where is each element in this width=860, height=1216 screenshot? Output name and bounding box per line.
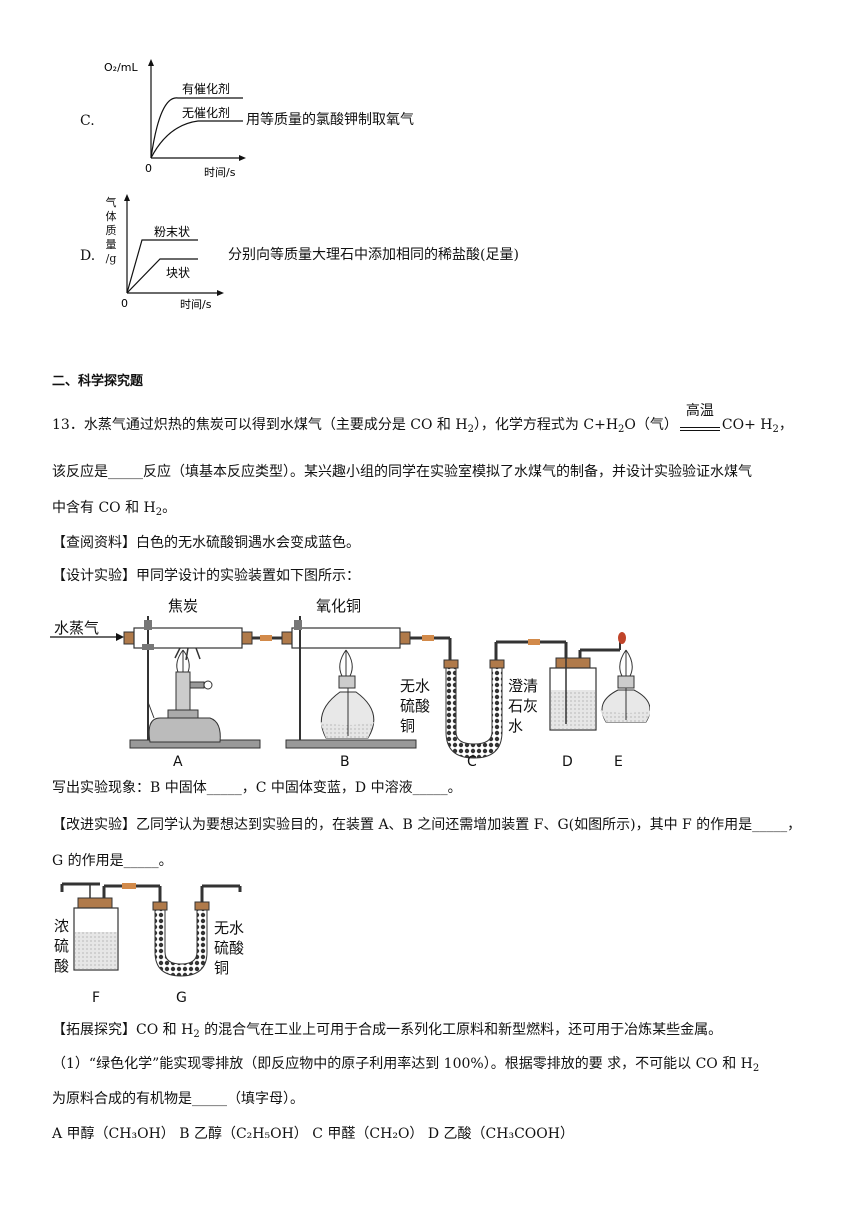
curve-with-catalyst: [150, 97, 243, 159]
label-a: A: [173, 754, 183, 770]
label-cuso4: 无水 硫酸 铜: [400, 677, 431, 735]
q13-line2: 该反应是_____反应（填基本反应类型）。某兴趣小组的同学在实验室模拟了水煤气的…: [52, 464, 752, 480]
section-title: 二、科学探究题: [52, 373, 144, 388]
label-steam: 水蒸气: [54, 619, 100, 637]
option-c-description: 用等质量的氯酸钾制取氧气: [246, 112, 414, 128]
graph-d-xlabel: 时间/s: [180, 298, 212, 311]
graph-d-origin: 0: [121, 297, 128, 310]
improve-line2: G 的作用是_____。: [52, 853, 173, 869]
lookup-info: 【查阅资料】白色的无水硫酸铜遇水会变成蓝色。: [52, 535, 360, 551]
apparatus-diagram-fg: [60, 882, 242, 977]
graph-d-lower: 块状: [166, 266, 190, 280]
observe-question: 写出实验现象：B 中固体_____，C 中固体变蓝，D 中溶液_____。: [52, 780, 462, 796]
label-cuso4-g: 无水 硫酸 铜: [214, 919, 245, 977]
q13-line1: 13．水蒸气通过炽热的焦炭可以得到水煤气（主要成分是 CO 和 H2），化学方程…: [52, 403, 793, 435]
graph-d-upper: 粉末状: [154, 225, 190, 239]
label-limewater: 澄清 石灰 水: [508, 677, 539, 735]
curve-powder: [126, 239, 198, 294]
curve-lump: [126, 258, 198, 294]
label-coke: 焦炭: [168, 597, 199, 615]
sub-question-1-cont: 为原料合成的有机物是_____（填字母）。: [52, 1091, 304, 1107]
label-d: D: [562, 754, 573, 770]
graph-c: O₂/mL 有催化剂 无催化剂 0 时间/s: [104, 59, 246, 179]
curve-without-catalyst: [150, 120, 243, 159]
improve-line1: 【改进实验】乙同学认为要想达到实验目的，在装置 A、B 之间还需增加装置 F、G…: [52, 817, 802, 833]
label-b: B: [340, 754, 350, 770]
graph-d-ylabel: 气 体 质 量 /g: [105, 196, 117, 265]
label-c: C: [467, 754, 477, 770]
graph-d: 粉末状 块状 0 时间/s: [121, 194, 224, 311]
option-d-description: 分别向等质量大理石中添加相同的稀盐酸(足量): [228, 247, 519, 263]
graph-c-upper: 有催化剂: [182, 81, 230, 96]
label-h2so4: 浓 硫 酸: [54, 917, 70, 975]
q13-line3: 中含有 CO 和 H2。: [52, 500, 177, 518]
label-cuo: 氧化铜: [316, 597, 362, 615]
sub-question-1: （1）“绿色化学”能实现零排放（即反应物中的原子利用率达到 100%）。根据零排…: [52, 1056, 760, 1074]
option-d-label: D.: [80, 248, 96, 264]
design-experiment: 【设计实验】甲同学设计的实验装置如下图所示：: [52, 568, 360, 584]
graph-c-xlabel: 时间/s: [204, 166, 236, 179]
answer-choices: A 甲醇（CH₃OH） B 乙醇（C₂H₅OH） C 甲醛（CH₂O） D 乙酸…: [52, 1126, 574, 1142]
graph-c-origin: 0: [145, 162, 152, 175]
extend-intro: 【拓展探究】CO 和 H2 的混合气在工业上可用于合成一系列化工原料和新型燃料，…: [52, 1022, 723, 1040]
graph-c-ylabel: O₂/mL: [104, 61, 138, 74]
label-f: F: [92, 990, 101, 1006]
graph-c-lower: 无催化剂: [182, 105, 230, 120]
label-g: G: [176, 990, 187, 1006]
label-e: E: [614, 754, 623, 770]
option-c-label: C.: [80, 113, 95, 129]
apparatus-diagram-main: [50, 616, 650, 759]
